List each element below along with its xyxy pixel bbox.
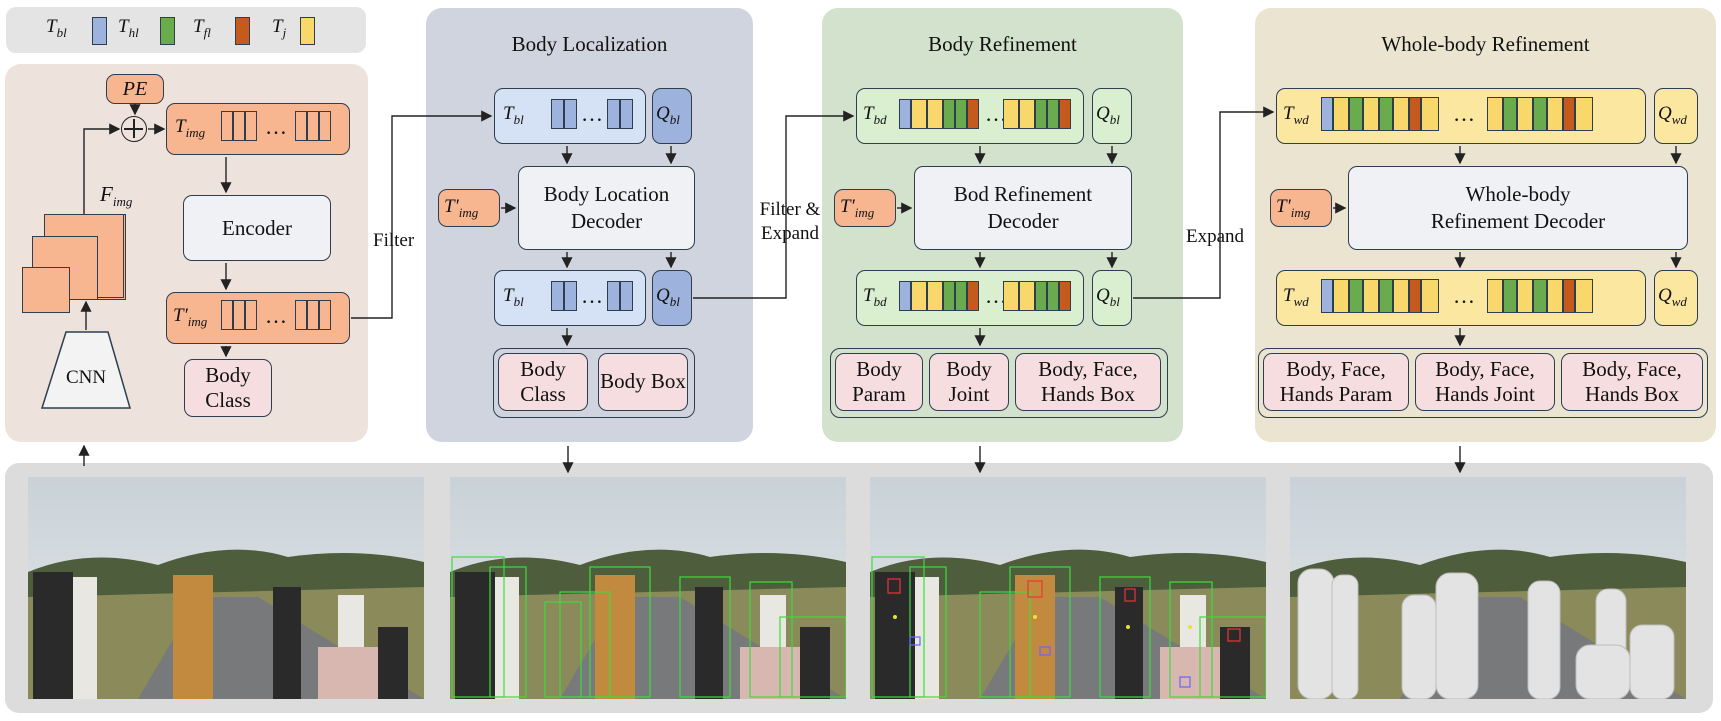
t-img-token: Timg … bbox=[166, 103, 350, 155]
filter-expand-label: Filter & Expand bbox=[759, 199, 821, 244]
wb-t-img-prime: T′img bbox=[1270, 189, 1332, 227]
ref-t-img-prime: T′img bbox=[834, 189, 896, 227]
wb-t-wd-output: Twd … bbox=[1276, 270, 1646, 326]
loc-output-body-box: Body Box bbox=[598, 353, 688, 411]
loc-outputs: Body Class Body Box bbox=[493, 348, 695, 418]
ref-output-body-joint: Body Joint bbox=[929, 353, 1009, 411]
ref-outputs: Body Param Body Joint Body, Face, Hands … bbox=[830, 348, 1168, 418]
loc-q-bl-input: Qbl bbox=[652, 88, 692, 144]
loc-t-bl-output: Tbl … bbox=[494, 270, 646, 326]
plus-icon bbox=[121, 116, 147, 142]
wb-output-box: Body, Face, Hands Box bbox=[1561, 353, 1703, 411]
ref-t-bd-token: Tbd … bbox=[856, 88, 1084, 144]
loc-t-img-prime: T′img bbox=[438, 189, 500, 227]
backbone-body-class-box: Body Class bbox=[184, 359, 272, 417]
loc-q-bl-output: Qbl bbox=[652, 270, 692, 326]
filter-label: Filter bbox=[373, 230, 415, 251]
wholebody-refinement-title: Whole-body Refinement bbox=[1381, 32, 1590, 56]
body-localization-title: Body Localization bbox=[511, 32, 668, 56]
wb-q-wd-output: Qwd bbox=[1654, 270, 1698, 326]
ref-t-bd-output: Tbd … bbox=[856, 270, 1084, 326]
body-refinement-title: Body Refinement bbox=[928, 32, 1077, 56]
wb-t-wd-token: Twd … bbox=[1276, 88, 1646, 144]
body-location-decoder: Body Location Decoder bbox=[518, 166, 695, 250]
pe-box: PE bbox=[106, 74, 164, 104]
scene-localization-image bbox=[450, 477, 846, 699]
loc-output-body-class: Body Class bbox=[498, 353, 588, 411]
expand-label: Expand bbox=[1186, 226, 1245, 247]
scene-input-image bbox=[28, 477, 424, 699]
ref-output-body-param: Body Param bbox=[835, 353, 923, 411]
wb-output-joint: Body, Face, Hands Joint bbox=[1415, 353, 1555, 411]
wholebody-refinement-decoder: Whole-body Refinement Decoder bbox=[1348, 166, 1688, 250]
wb-q-wd-input: Qwd bbox=[1654, 88, 1698, 144]
wb-outputs: Body, Face, Hands Param Body, Face, Hand… bbox=[1258, 348, 1708, 418]
encoder-box: Encoder bbox=[183, 195, 331, 261]
loc-t-bl-token: Tbl … bbox=[494, 88, 646, 144]
ref-q-bl-input: Qbl bbox=[1092, 88, 1132, 144]
scene-body-refinement-image bbox=[870, 477, 1266, 699]
wb-output-param: Body, Face, Hands Param bbox=[1263, 353, 1409, 411]
body-refinement-decoder: Bod Refinement Decoder bbox=[914, 166, 1132, 250]
scene-wholebody-image bbox=[1290, 477, 1686, 699]
ref-output-box: Body, Face, Hands Box bbox=[1015, 353, 1161, 411]
t-img-prime-token: T′img … bbox=[166, 292, 350, 344]
ref-q-bl-output: Qbl bbox=[1092, 270, 1132, 326]
f-img-label: Fimg bbox=[100, 182, 133, 210]
